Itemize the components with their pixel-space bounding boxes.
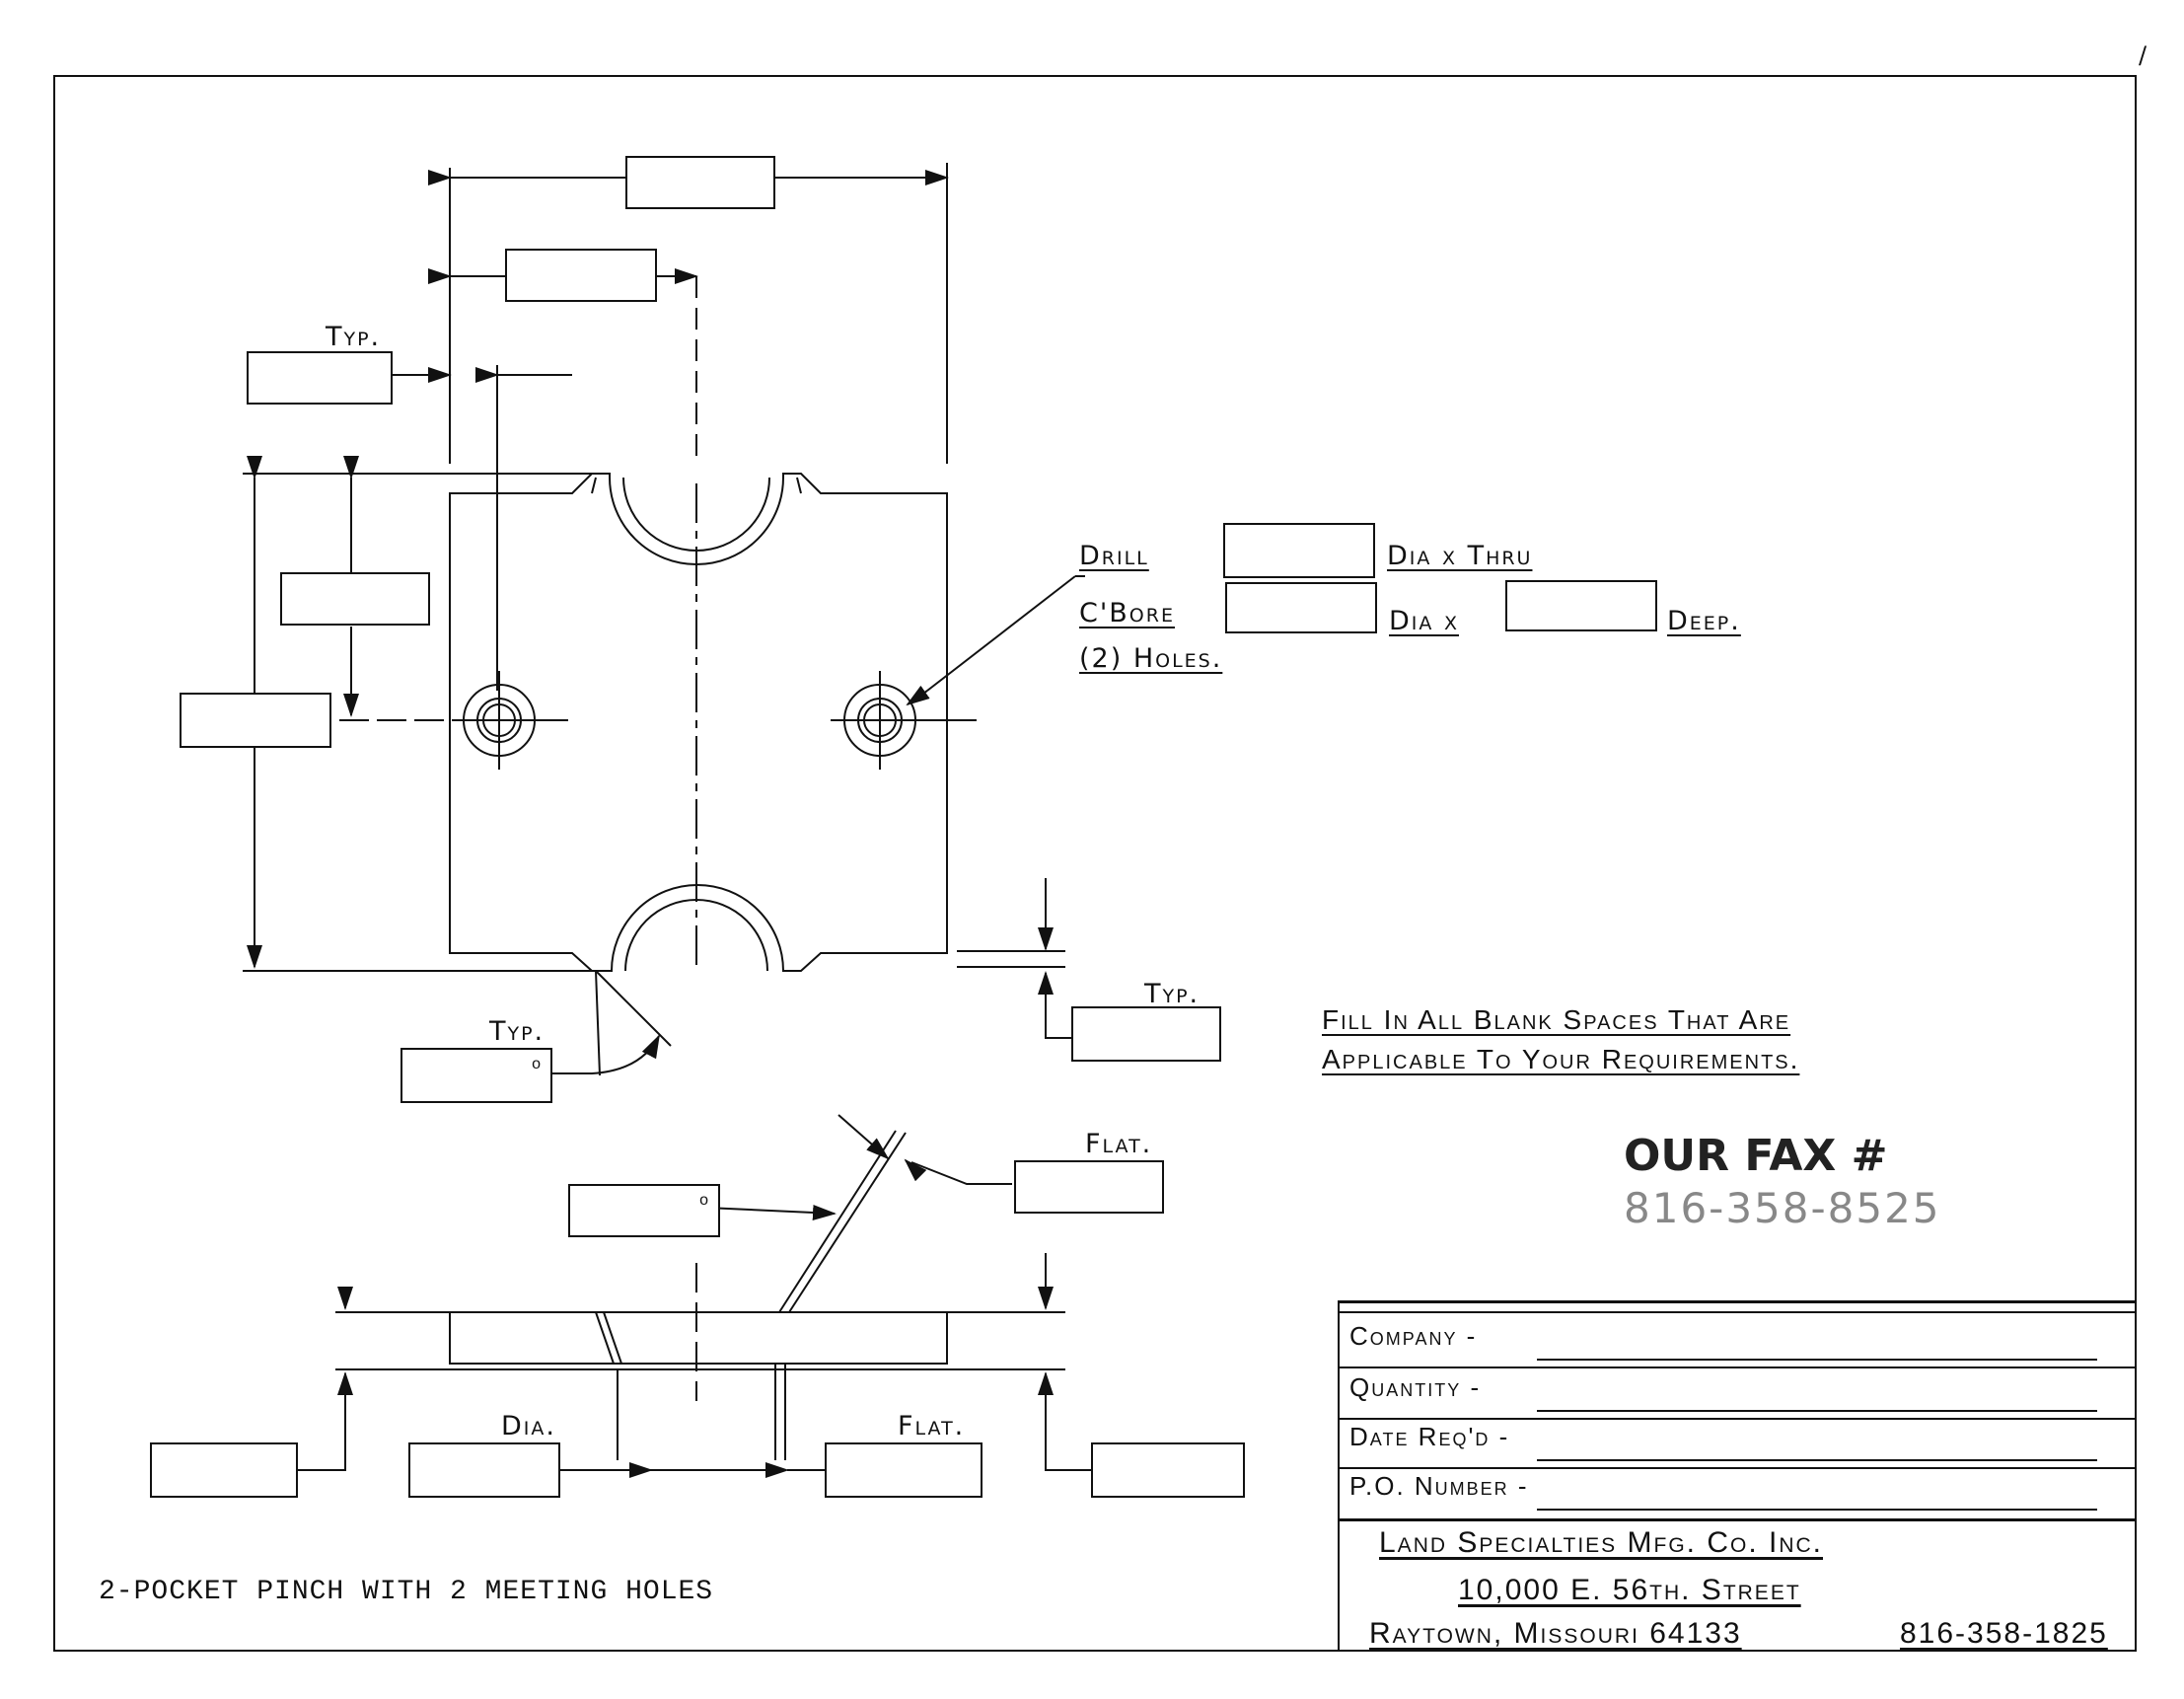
instruction-line-2: Applicable To Your Requirements. — [1322, 1044, 1800, 1074]
company-field-label: Company - — [1349, 1321, 1478, 1351]
company-phone: 816-358-1825 — [1900, 1617, 2108, 1650]
title-block: Company - Quantity - Date Req'd - P.O. N… — [1338, 1300, 2137, 1652]
dim-box-overall-height[interactable] — [180, 693, 331, 748]
flat-label-top: Flat. — [1085, 1129, 1153, 1159]
quantity-field-label: Quantity - — [1349, 1372, 1482, 1402]
dia-label: Dia. — [501, 1411, 556, 1441]
dim-box-thickness[interactable] — [150, 1442, 298, 1498]
dim-box-angle-typ[interactable]: o — [400, 1048, 552, 1103]
cbore-label: C'Bore — [1079, 598, 1175, 628]
dim-box-chamfer-typ[interactable] — [1071, 1006, 1221, 1062]
degree-symbol: o — [532, 1056, 541, 1072]
typ-label-chamfer: Typ. — [1144, 979, 1201, 1009]
po-number-field[interactable]: P.O. Number - — [1349, 1471, 2097, 1520]
holes-count-label: (2) Holes. — [1079, 643, 1223, 674]
typ-label-angle: Typ. — [489, 1016, 546, 1047]
dim-box-depth[interactable] — [1091, 1442, 1245, 1498]
company-street: 10,000 E. 56th. Street — [1458, 1574, 1801, 1606]
dia-thru-label: Dia x Thru — [1387, 541, 1533, 571]
dim-box-flat-bottom[interactable] — [825, 1442, 983, 1498]
hole-left — [454, 671, 568, 770]
fax-number: 816-358-8525 — [1624, 1184, 1941, 1232]
po-number-field-label: P.O. Number - — [1349, 1471, 1529, 1501]
company-city: Raytown, Missouri 64133 — [1369, 1617, 1742, 1650]
dim-box-dia[interactable] — [408, 1442, 560, 1498]
plate-side-view — [449, 1311, 948, 1365]
hole-right — [831, 671, 977, 770]
company-name: Land Specialties Mfg. Co. Inc. — [1379, 1526, 1824, 1559]
drawing-border — [53, 75, 2137, 1652]
fax-label: OUR FAX # — [1624, 1131, 1888, 1181]
drawing-caption: 2-POCKET PINCH WITH 2 MEETING HOLES — [99, 1577, 714, 1607]
typ-label-top: Typ. — [326, 322, 382, 352]
flat-label-bottom: Flat. — [898, 1411, 966, 1441]
page-mark: / — [2139, 41, 2148, 69]
dim-box-overall-width[interactable] — [625, 156, 775, 209]
cbore-depth-box[interactable] — [1505, 580, 1657, 631]
degree-symbol: o — [699, 1192, 708, 1209]
deep-label: Deep. — [1667, 606, 1741, 636]
dim-box-flat-top[interactable] — [1014, 1160, 1164, 1214]
dim-box-typ-edge[interactable] — [247, 351, 393, 405]
dim-box-cutter-angle[interactable]: o — [568, 1184, 720, 1237]
date-required-field[interactable]: Date Req'd - — [1349, 1422, 2097, 1471]
dia-x-label: Dia x — [1389, 606, 1459, 636]
instruction-line-1: Fill In All Blank Spaces That Are — [1322, 1004, 1791, 1035]
dim-box-center-offset[interactable] — [505, 249, 657, 302]
dim-box-hole-vertical[interactable] — [280, 572, 430, 626]
quantity-field[interactable]: Quantity - — [1349, 1372, 2097, 1422]
drill-label: Drill — [1079, 541, 1149, 571]
plate-outline-top-view — [449, 473, 948, 972]
drill-dia-box[interactable] — [1223, 523, 1375, 578]
company-field[interactable]: Company - — [1349, 1321, 2097, 1370]
cbore-dia-box[interactable] — [1225, 582, 1377, 633]
date-required-field-label: Date Req'd - — [1349, 1422, 1510, 1451]
